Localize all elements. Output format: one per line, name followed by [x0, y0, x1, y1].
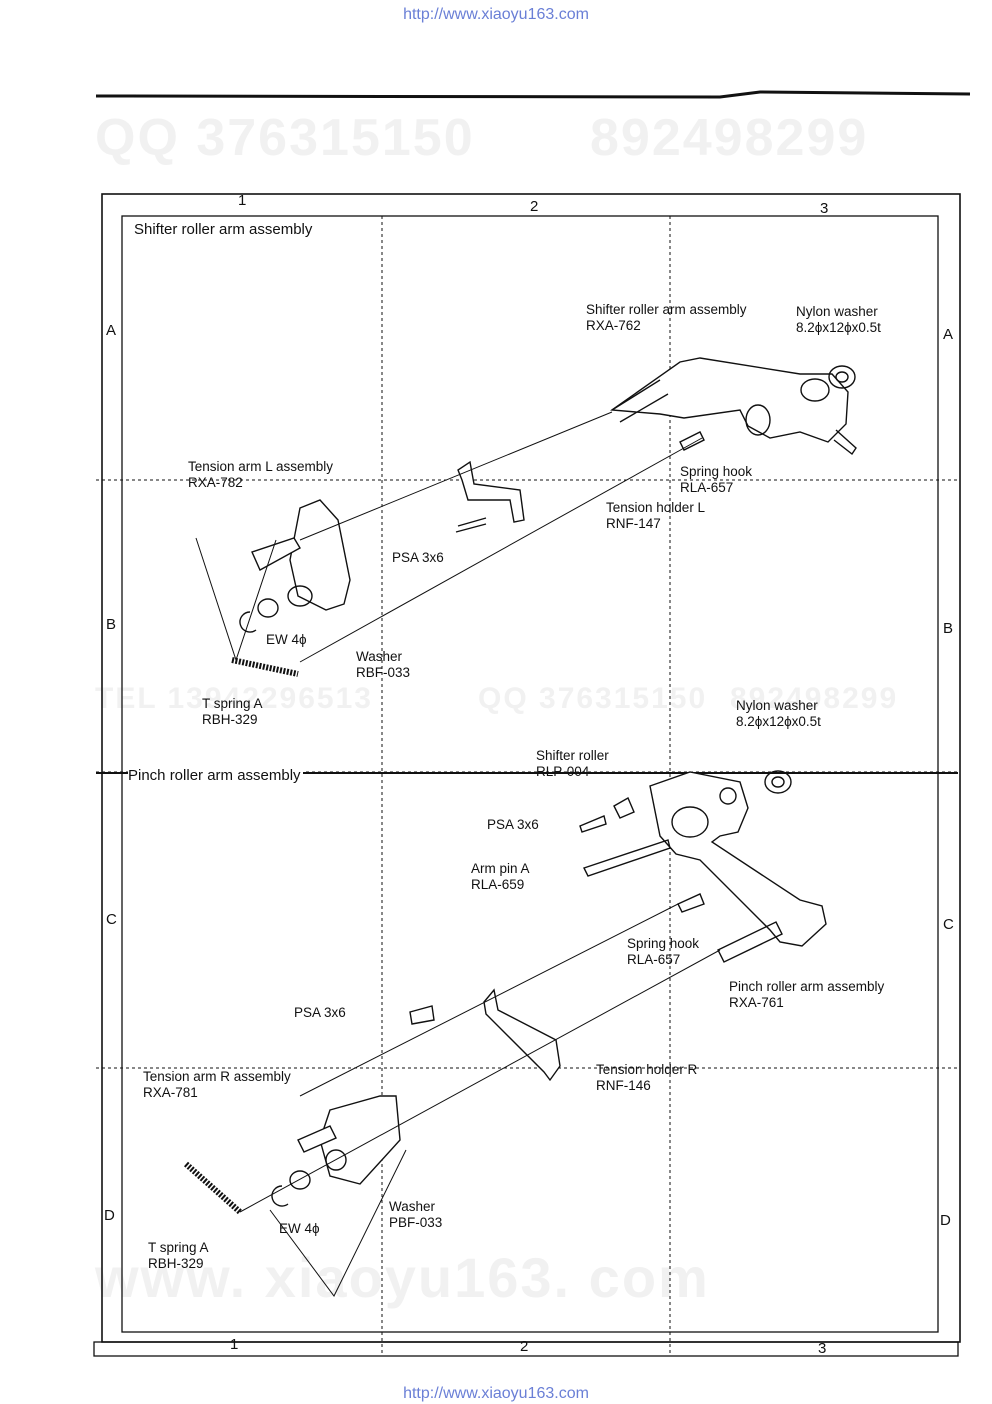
spring-hook-top-drawing [679, 431, 705, 451]
row-label-a-right: A [943, 326, 954, 343]
label-psa-top: PSA 3x6 [392, 550, 444, 565]
watermark-qq: QQ 376315150 [95, 109, 475, 167]
tension-arm-r-drawing [319, 1095, 401, 1185]
watermark-number-mid: 892498299 [730, 682, 899, 715]
row-label-a-left: A [106, 322, 117, 339]
bottom-assembly-lines [239, 903, 721, 1297]
tension-arm-l-knob [251, 537, 301, 571]
row-label-c-right: C [943, 916, 954, 933]
watermark-qq-mid: QQ 376315150 [478, 682, 708, 715]
t-spring-low-drawing [184, 1161, 242, 1215]
tension-arm-r-knob [297, 1125, 337, 1153]
nylon-washer-top-hole [835, 371, 849, 383]
row-label-b-left: B [106, 616, 117, 633]
shifter-roller-arm-drawing [610, 357, 857, 456]
top-assembly-lines [195, 411, 703, 663]
ew-ring-low-drawing [271, 1185, 289, 1207]
col-label-1-top: 1 [238, 192, 247, 209]
washer-low-drawing [289, 1170, 311, 1190]
psa-screw-top-drawing [455, 517, 487, 533]
pinch-roller-arm-drawing [649, 771, 827, 947]
watermark-site: www. xiaoyu163. com [95, 1246, 710, 1309]
row-label-d-left: D [104, 1207, 115, 1224]
nylon-washer-top-drawing [828, 365, 856, 389]
header-url[interactable]: http://www.xiaoyu163.com [403, 6, 589, 23]
footer-url[interactable]: http://www.xiaoyu163.com [403, 1385, 589, 1402]
label-ew-low: EW 4ϕ [279, 1221, 320, 1236]
col-label-2-bottom: 2 [520, 1338, 529, 1355]
col-label-1-bottom: 1 [230, 1336, 239, 1353]
col-label-3-bottom: 3 [818, 1340, 827, 1357]
label-ew-top: EW 4ϕ [266, 632, 307, 647]
tension-arm-l-drawing [289, 499, 351, 611]
ew-ring-top-drawing [239, 611, 257, 633]
label-psa-mid: PSA 3x6 [487, 817, 539, 832]
tension-arm-r-hole [325, 1149, 347, 1171]
row-label-b-right: B [943, 620, 954, 637]
col-label-2-top: 2 [530, 198, 539, 215]
section-title-pinch: Pinch roller arm assembly [128, 767, 303, 784]
psa-screw-low-drawing [409, 1005, 435, 1025]
section-title-shifter: Shifter roller arm assembly [134, 221, 313, 238]
label-psa-low: PSA 3x6 [294, 1005, 346, 1020]
nylon-washer-mid-drawing [764, 770, 792, 794]
spring-hook-mid-drawing [677, 893, 705, 913]
row-label-c-left: C [106, 911, 117, 928]
shifter-roller-drawing [613, 797, 635, 819]
bottom-frame-strip [93, 1341, 959, 1357]
psa-screw-mid-drawing [579, 815, 607, 833]
nylon-washer-mid-hole [771, 776, 785, 788]
tension-holder-l-drawing [457, 460, 525, 523]
t-spring-top-drawing [231, 657, 299, 677]
watermark-number: 892498299 [590, 109, 869, 167]
scan-top-rule [95, 90, 971, 99]
tension-holder-r-drawing [483, 988, 561, 1082]
tension-arm-l-hole [287, 585, 313, 607]
arm-pin-drawing [583, 839, 671, 877]
washer-top-drawing [257, 598, 279, 618]
col-label-3-top: 3 [820, 200, 829, 217]
watermark-tel: TEL 13942296513 [95, 682, 373, 715]
row-label-d-right: D [940, 1212, 951, 1229]
pinch-roller-shaft-drawing [717, 921, 783, 963]
